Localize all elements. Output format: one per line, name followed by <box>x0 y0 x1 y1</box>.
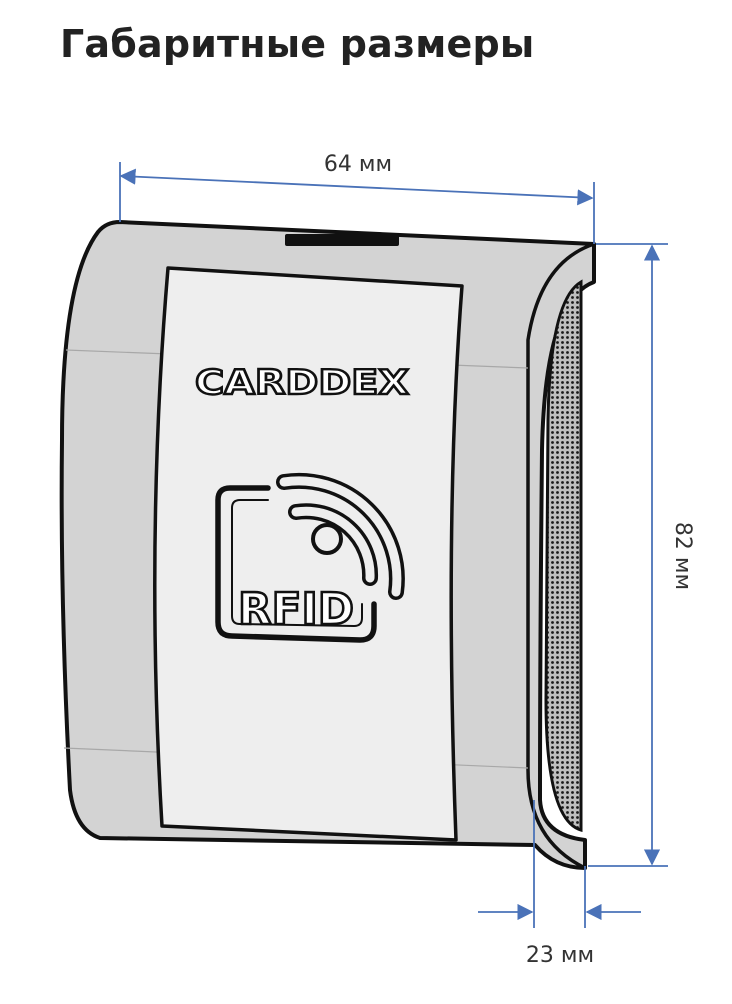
width-dimension-label: 64 мм <box>324 152 392 177</box>
height-dimension-label: 82 мм <box>670 522 695 590</box>
brand-logo: CARDDEX <box>195 363 409 403</box>
depth-dimension: 23 мм <box>478 800 641 968</box>
page-title: Габаритные размеры <box>60 22 535 66</box>
height-dimension: 82 мм <box>588 243 695 867</box>
top-slot <box>285 234 399 246</box>
rfid-emblem: RFID <box>215 472 405 643</box>
depth-dimension-label: 23 мм <box>526 943 594 968</box>
front-panel <box>153 266 464 842</box>
wireless-signal-icon <box>276 472 405 600</box>
width-dimension: 64 мм <box>119 152 595 244</box>
side-mesh-grille <box>544 279 583 832</box>
rfid-label: RFID <box>238 584 354 635</box>
